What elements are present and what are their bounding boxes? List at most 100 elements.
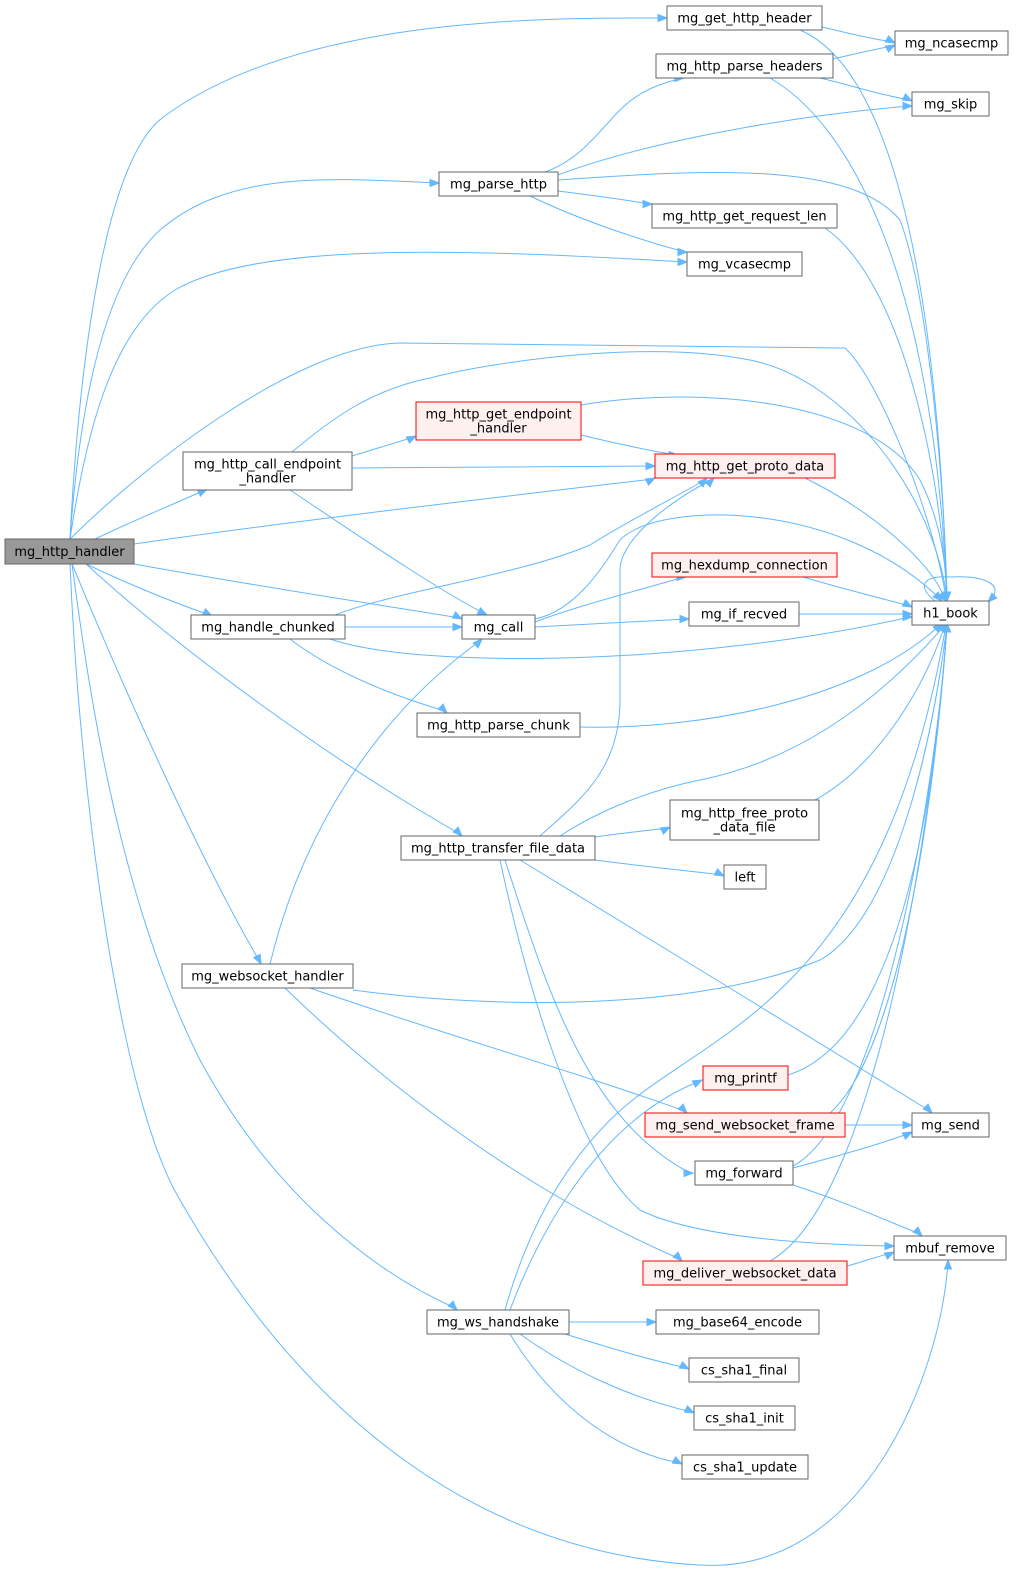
node-cs-sha1-final[interactable]: cs_sha1_final	[688, 1357, 800, 1383]
node-mg-websocket-handler[interactable]: mg_websocket_handler	[181, 963, 354, 989]
arrow-head-icon	[657, 13, 669, 23]
node-box	[4, 538, 135, 565]
node-mg-http-parse-headers[interactable]: mg_http_parse_headers	[655, 53, 834, 79]
arrow-head-icon	[429, 178, 441, 188]
node-box	[190, 614, 346, 640]
edge-mg-send-websocket-frame-to-h1-book	[829, 621, 952, 1114]
node-mg-call[interactable]: mg_call	[461, 614, 536, 640]
node-mg-forward[interactable]: mg_forward	[694, 1160, 794, 1186]
edge-line	[802, 576, 911, 607]
edge-mg-ws-handshake-to-cs-sha1-init	[519, 1333, 696, 1414]
node-mg-ws-handshake[interactable]: mg_ws_handshake	[426, 1309, 570, 1335]
node-mg-send[interactable]: mg_send	[911, 1112, 990, 1138]
node-box	[642, 1260, 848, 1286]
node-label: mg_printf	[714, 1072, 777, 1087]
node-box	[644, 1112, 846, 1138]
arrow-head-icon	[683, 1404, 696, 1414]
node-mg-http-handler[interactable]: mg_http_handler	[4, 538, 135, 565]
edge-mg-http-transfer-file-data-to-mg-forward	[504, 859, 695, 1178]
arrow-head-icon	[901, 1131, 914, 1141]
edge-line	[69, 251, 686, 540]
node-label: mg_send	[921, 1119, 980, 1134]
edge-line	[792, 624, 948, 1167]
arrow-head-icon	[646, 1317, 658, 1327]
edge-mg-call-to-mg-if-recved	[534, 614, 691, 628]
node-left[interactable]: left	[723, 864, 767, 890]
node-label: mg_base64_encode	[673, 1316, 802, 1331]
node-label: mg_http_transfer_file_data	[411, 842, 585, 857]
node-box	[688, 601, 800, 627]
node-box	[894, 30, 1009, 56]
arrow-head-icon	[943, 1258, 953, 1270]
arrow-head-icon	[447, 1300, 458, 1311]
edge-line	[557, 171, 948, 600]
node-label: mg_call	[474, 621, 524, 636]
arrow-head-icon	[678, 1360, 691, 1370]
node-mg-http-free-proto-data-file[interactable]: mg_http_free_proto_data_file	[669, 799, 820, 841]
edge-line	[557, 190, 651, 205]
node-mg-http-get-request-len[interactable]: mg_http_get_request_len	[651, 203, 838, 229]
node-cs-sha1-init[interactable]: cs_sha1_init	[693, 1405, 796, 1431]
edge-line	[804, 477, 946, 600]
edge-line	[352, 624, 948, 1003]
node-box	[893, 1235, 1007, 1261]
edge-mg-parse-http-to-mg-http-parse-headers	[544, 73, 686, 173]
node-box	[426, 1309, 570, 1335]
arrow-head-icon	[451, 610, 464, 620]
arrow-head-icon	[405, 435, 418, 445]
node-mg-hexdump-connection[interactable]: mg_hexdump_connection	[651, 552, 838, 578]
edge-line	[69, 563, 949, 1566]
node-h1-book[interactable]: h1_book	[911, 600, 990, 626]
edge-line	[799, 29, 948, 600]
edge-mg-http-handler-to-mbuf-remove	[69, 563, 953, 1566]
node-cs-sha1-update[interactable]: cs_sha1_update	[681, 1454, 809, 1480]
edge-mg-parse-http-to-mg-skip	[554, 101, 914, 177]
arrow-head-icon	[677, 1103, 688, 1114]
node-mg-http-call-endpoint-handler[interactable]: mg_http_call_endpoint_handler	[182, 451, 353, 491]
node-label: mg_deliver_websocket_data	[653, 1267, 836, 1282]
node-box	[693, 1405, 796, 1431]
node-mg-send-websocket-frame[interactable]: mg_send_websocket_frame	[644, 1112, 846, 1138]
arrow-head-icon	[644, 477, 657, 487]
edge-mg-ws-handshake-to-mg-base64-encode	[569, 1317, 658, 1327]
edge-mg-http-handler-to-mg-handle-chunked	[85, 563, 214, 617]
edge-mg-hexdump-connection-to-h1-book	[802, 576, 914, 608]
node-box	[911, 91, 990, 117]
node-mg-if-recved[interactable]: mg_if_recved	[688, 601, 800, 627]
node-mg-handle-chunked[interactable]: mg_handle_chunked	[190, 614, 346, 640]
node-box	[438, 171, 559, 197]
edge-line	[71, 563, 261, 963]
node-mg-http-get-endpoint-handler[interactable]: mg_http_get_endpoint_handler	[415, 401, 582, 441]
node-label: mg_skip	[924, 98, 978, 113]
node-mg-parse-http[interactable]: mg_parse_http	[438, 171, 559, 197]
node-mbuf-remove[interactable]: mbuf_remove	[893, 1235, 1007, 1261]
node-box	[416, 712, 581, 738]
node-box	[669, 799, 820, 841]
arrow-head-icon	[713, 867, 726, 877]
node-label: mg_http_parse_chunk	[427, 719, 570, 734]
node-box	[686, 251, 803, 277]
node-mg-printf[interactable]: mg_printf	[702, 1065, 789, 1091]
edge-line	[499, 859, 893, 1247]
node-mg-http-transfer-file-data[interactable]: mg_http_transfer_file_data	[400, 835, 596, 861]
node-label: mg_get_http_header	[677, 12, 812, 27]
edge-line	[289, 638, 446, 712]
node-mg-vcasecmp[interactable]: mg_vcasecmp	[686, 251, 803, 277]
edge-line	[829, 624, 948, 1114]
node-mg-http-parse-chunk[interactable]: mg_http_parse_chunk	[416, 712, 581, 738]
node-mg-get-http-header[interactable]: mg_get_http_header	[666, 5, 823, 31]
edge-line	[351, 436, 415, 457]
edge-mg-forward-to-mbuf-remove	[792, 1184, 923, 1237]
node-mg-skip[interactable]: mg_skip	[911, 91, 990, 117]
edge-line	[787, 624, 948, 1076]
node-label: mg_http_get_proto_data	[666, 460, 825, 475]
edge-mg-websocket-handler-to-mg-send-websocket-frame	[309, 987, 688, 1114]
edge-mg-http-transfer-file-data-to-mg-send	[519, 859, 933, 1114]
edge-mg-http-get-request-len-to-h1-book	[824, 227, 952, 603]
node-mg-ncasecmp[interactable]: mg_ncasecmp	[894, 30, 1009, 56]
node-mg-base64-encode[interactable]: mg_base64_encode	[655, 1309, 820, 1335]
node-mg-deliver-websocket-data[interactable]: mg_deliver_websocket_data	[642, 1260, 848, 1286]
edge-mg-ws-handshake-to-cs-sha1-update	[509, 1333, 684, 1465]
node-mg-http-get-proto-data[interactable]: mg_http_get_proto_data	[654, 453, 836, 479]
node-label: mg_parse_http	[450, 178, 547, 193]
